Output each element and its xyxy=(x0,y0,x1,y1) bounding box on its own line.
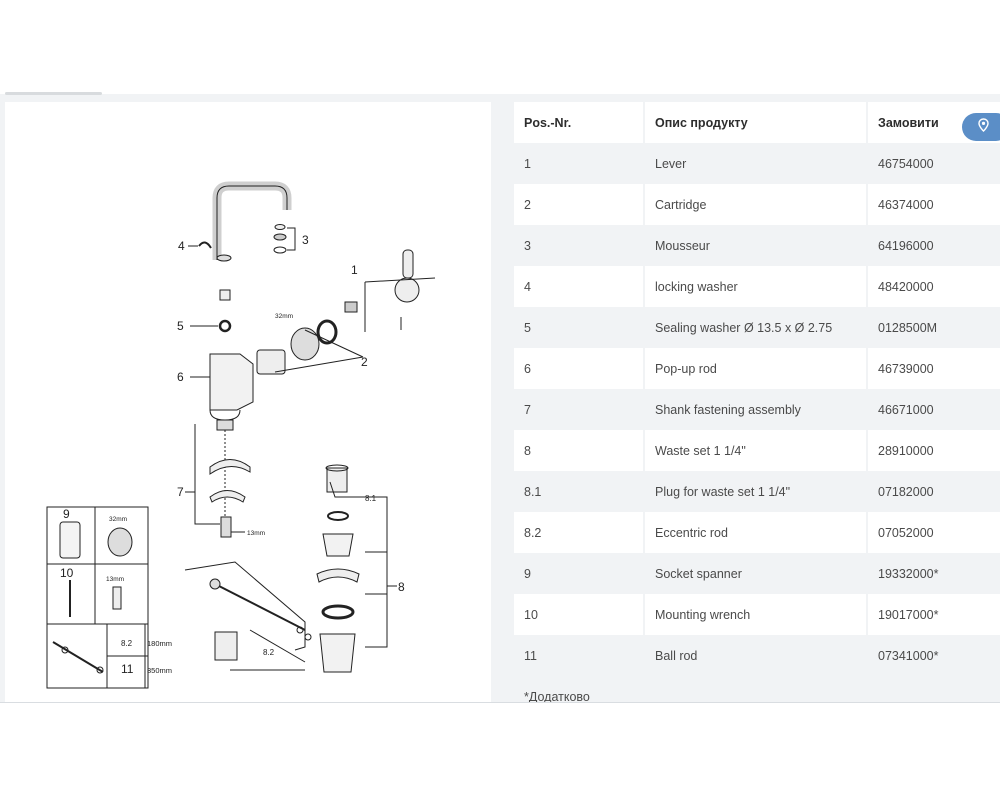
dim-32mm-cartridge: 32mm xyxy=(275,313,293,320)
map-pin-icon xyxy=(978,117,989,137)
part-order-number[interactable]: 19332000* xyxy=(868,553,1000,594)
inset-label-11: 11 xyxy=(121,662,134,676)
part-description: Eccentric rod xyxy=(645,512,866,553)
part-position: 4 xyxy=(514,266,643,307)
part-position: 6 xyxy=(514,348,643,389)
part-position: 2 xyxy=(514,184,643,225)
inset-dim-13mm: 13mm xyxy=(106,576,124,583)
location-button[interactable] xyxy=(962,113,1000,141)
inset-len-350mm: 350mm xyxy=(147,666,172,675)
header-description: Опис продукту xyxy=(645,102,866,143)
callout-6: 6 xyxy=(177,370,184,384)
part-order-number[interactable]: 64196000 xyxy=(868,225,1000,266)
table-header-row: Pos.-Nr. Опис продукту Замовити xyxy=(514,102,1000,143)
part-description: Mounting wrench xyxy=(645,594,866,635)
part-position: 7 xyxy=(514,389,643,430)
part-position: 11 xyxy=(514,635,643,676)
part-order-number[interactable]: 46671000 xyxy=(868,389,1000,430)
part-position: 8.1 xyxy=(514,471,643,512)
part-description: locking washer xyxy=(645,266,866,307)
inset-label-10: 10 xyxy=(60,566,74,580)
part-position: 3 xyxy=(514,225,643,266)
tab-indicator xyxy=(5,92,102,95)
callout-2: 2 xyxy=(361,355,368,369)
part-description: Waste set 1 1/4" xyxy=(645,430,866,471)
part-order-number[interactable]: 28910000 xyxy=(868,430,1000,471)
part-position: 8.2 xyxy=(514,512,643,553)
dim-13mm-shank: 13mm xyxy=(247,530,265,537)
part-position: 5 xyxy=(514,307,643,348)
part-description: Sealing washer Ø 13.5 x Ø 2.75 xyxy=(645,307,866,348)
part-order-number[interactable]: 46754000 xyxy=(868,143,1000,184)
part-order-number[interactable]: 46739000 xyxy=(868,348,1000,389)
faucet-diagram-svg: 4 3 1 5 2 6 7 8 8.1 8.2 32mm 13mm 9 32mm… xyxy=(46,181,436,689)
part-position: 10 xyxy=(514,594,643,635)
inset-label-8-2: 8.2 xyxy=(121,639,133,648)
callout-5: 5 xyxy=(177,319,184,333)
part-position: 9 xyxy=(514,553,643,594)
part-description: Lever xyxy=(645,143,866,184)
part-description: Cartridge xyxy=(645,184,866,225)
part-description: Shank fastening assembly xyxy=(645,389,866,430)
callout-3: 3 xyxy=(302,233,309,247)
part-description: Pop-up rod xyxy=(645,348,866,389)
part-order-number[interactable]: 46374000 xyxy=(868,184,1000,225)
part-order-number[interactable]: 07052000 xyxy=(868,512,1000,553)
part-order-number[interactable]: 07341000* xyxy=(868,635,1000,676)
part-description: Plug for waste set 1 1/4" xyxy=(645,471,866,512)
part-order-number[interactable]: 48420000 xyxy=(868,266,1000,307)
callout-8-2: 8.2 xyxy=(263,648,275,657)
part-description: Mousseur xyxy=(645,225,866,266)
part-order-number[interactable]: 0128500M xyxy=(868,307,1000,348)
inset-dim-32mm: 32mm xyxy=(109,516,127,523)
callout-8: 8 xyxy=(398,580,405,594)
part-description: Socket spanner xyxy=(645,553,866,594)
inset-label-9: 9 xyxy=(63,507,70,521)
exploded-view-diagram: 4 3 1 5 2 6 7 8 8.1 8.2 32mm 13mm 9 32mm… xyxy=(5,102,491,702)
part-position: 1 xyxy=(514,143,643,184)
callout-8-1: 8.1 xyxy=(365,494,377,503)
part-description: Ball rod xyxy=(645,635,866,676)
callout-1: 1 xyxy=(351,263,358,277)
part-order-number[interactable]: 07182000 xyxy=(868,471,1000,512)
inset-len-180mm: 180mm xyxy=(147,639,172,648)
part-order-number[interactable]: 19017000* xyxy=(868,594,1000,635)
part-position: 8 xyxy=(514,430,643,471)
callout-4: 4 xyxy=(178,239,185,253)
callout-7: 7 xyxy=(177,485,184,499)
header-pos: Pos.-Nr. xyxy=(514,102,643,143)
footnote: *Додатково xyxy=(524,690,590,702)
